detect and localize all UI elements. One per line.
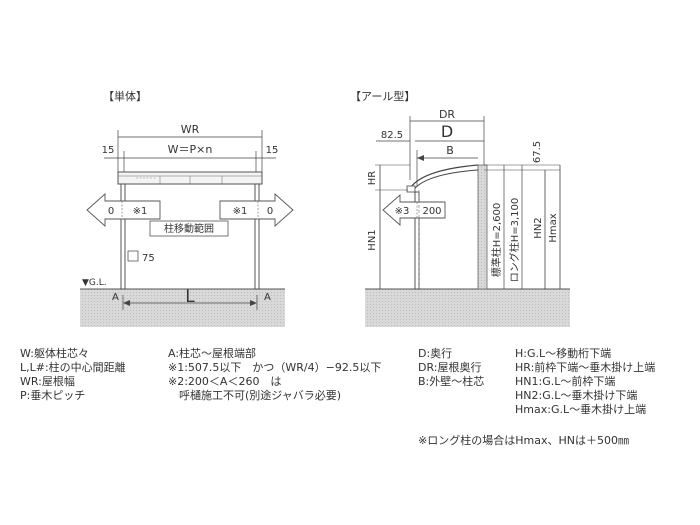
post-right	[254, 183, 260, 290]
legend-item: B:外壁～柱芯	[418, 375, 485, 388]
single-heading: 【単体】	[103, 89, 147, 103]
dim-200-label: 200	[422, 206, 441, 217]
dim-75-label: 75	[142, 253, 155, 264]
legend-item: ※1:507.5以下 かつ（WR/4）−92.5以下	[168, 361, 382, 374]
post-left	[120, 183, 126, 290]
legend-footnote: ※ロング柱の場合はHmax、HNは＋500㎜	[418, 434, 629, 447]
arch-type-side-view: 【アール型】 DR D 82.5 B HR HN1	[350, 89, 570, 327]
legend-item: W:躯体柱芯々	[20, 347, 89, 360]
legend-item: DR:屋根奥行	[418, 361, 482, 374]
note1-left-label: ※1	[133, 206, 148, 217]
hn2-label: HN2	[533, 217, 544, 238]
legend-item: H:G.L～移動桁下端	[515, 347, 612, 360]
a-left-label: A	[112, 292, 119, 303]
legend-item: A:柱芯～屋根端部	[168, 347, 257, 360]
gl-label: ▼G.L.	[82, 278, 107, 288]
legend-item: 呼樋施工不可(別途ジャバラ必要)	[168, 389, 342, 402]
post-move-arrow-right	[219, 192, 294, 228]
post-range-box	[149, 220, 229, 237]
single-unit-front-view: 【単体】 WR W＝P×n 15 15 0 ※1 ※1	[80, 89, 294, 327]
legend-item: HN2:G.L～垂木掛け下端	[515, 389, 638, 402]
b-label: B	[446, 144, 454, 157]
legend-item: HR:前枠下端～垂木掛け上端	[515, 361, 656, 374]
right-15-label: 15	[266, 145, 279, 156]
a-right-label: A	[264, 292, 271, 303]
dim-825-label: 82.5	[381, 130, 403, 141]
legend-item: WR:屋根幅	[20, 375, 75, 388]
note3-label: ※3	[395, 206, 410, 217]
d-label: D	[441, 122, 453, 141]
dim-675-label: 67.5	[532, 141, 543, 163]
hr-label: HR	[367, 171, 378, 186]
note1-right-label: ※1	[233, 206, 248, 217]
w-equals-label: W＝P×n	[168, 143, 213, 156]
post-range-label: 柱移動範囲	[164, 222, 214, 235]
wr-label: WR	[181, 123, 200, 136]
legend-item: Hmax:G.L～垂木掛け上端	[515, 403, 647, 416]
zero-right-label: 0	[267, 206, 273, 217]
legend-col-3: D:奥行 DR:屋根奥行 B:外壁～柱芯	[418, 347, 484, 389]
hn1-label: HN1	[367, 229, 378, 250]
dim-75-box	[127, 250, 139, 262]
arch-roof	[408, 164, 479, 191]
h-long-label: ロング柱H=3,100	[508, 198, 521, 283]
legend-item: ※2:200＜A＜260 は	[168, 375, 282, 388]
front-frame	[406, 185, 416, 193]
legend-item: P:垂木ピッチ	[20, 389, 86, 402]
dr-label: DR	[439, 108, 455, 121]
legend-col-1: W:躯体柱芯々 L,L#:柱の中心間距離 WR:屋根幅 P:垂木ピッチ	[20, 347, 126, 403]
zero-left-label: 0	[108, 206, 114, 217]
legend-item: D:奥行	[418, 347, 453, 360]
legend-col-4: H:G.L～移動桁下端 HR:前枠下端～垂木掛け上端 HN1:G.L～前枠下端 …	[515, 347, 655, 417]
legend-col-2: A:柱芯～屋根端部 ※1:507.5以下 かつ（WR/4）−92.5以下 ※2:…	[168, 347, 381, 403]
arch-heading: 【アール型】	[350, 89, 415, 103]
building-wall	[477, 164, 488, 290]
legend-item: HN1:G.L～前枠下端	[515, 375, 616, 388]
ground-right	[365, 289, 570, 327]
post-move-arrow-left	[86, 192, 161, 228]
legend-item: L,L#:柱の中心間距離	[20, 361, 126, 374]
hmax-label: Hmax	[548, 213, 559, 242]
l-label: L	[185, 287, 195, 307]
post-move-arrow-arch	[382, 194, 446, 226]
ground-left	[80, 289, 285, 327]
h-standard-label: 標準柱H=2,600	[490, 203, 503, 278]
left-15-label: 15	[102, 145, 115, 156]
